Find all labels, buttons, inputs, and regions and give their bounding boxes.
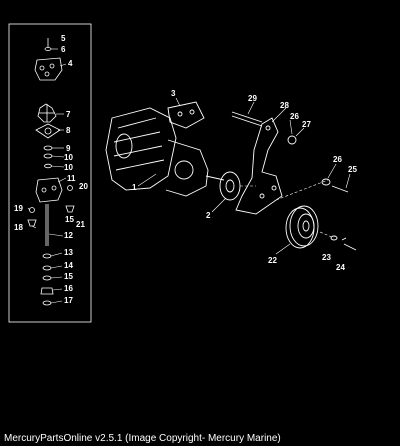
callout-15a: 15 bbox=[65, 215, 74, 224]
callout-7: 7 bbox=[66, 110, 71, 119]
callout-21: 21 bbox=[76, 220, 85, 229]
callout-22: 22 bbox=[268, 256, 277, 265]
callout-16: 16 bbox=[64, 284, 73, 293]
callout-4: 4 bbox=[68, 59, 73, 68]
dashed-leaders bbox=[240, 179, 335, 239]
callout-17: 17 bbox=[64, 296, 73, 305]
callout-5: 5 bbox=[61, 34, 66, 43]
pump-pulley-hub bbox=[219, 171, 241, 201]
callout-10b: 10 bbox=[64, 163, 73, 172]
callout-26a: 26 bbox=[290, 112, 299, 121]
callout-20: 20 bbox=[79, 182, 88, 191]
callout-27: 27 bbox=[302, 120, 311, 129]
subassembly-frame bbox=[8, 23, 92, 323]
callout-6: 6 bbox=[61, 45, 66, 54]
callout-19: 19 bbox=[14, 204, 23, 213]
callout-18: 18 bbox=[14, 223, 23, 232]
callout-1: 1 bbox=[132, 183, 137, 192]
drive-pulley bbox=[285, 205, 319, 249]
callout-12: 12 bbox=[64, 231, 73, 240]
bolt-stud bbox=[231, 111, 263, 127]
callout-24: 24 bbox=[336, 263, 345, 272]
small-hardware bbox=[287, 135, 357, 251]
copyright-caption: MercuryPartsOnline v2.5.1 (Image Copyrig… bbox=[4, 433, 281, 444]
exploded-parts-diagram: 5 6 4 7 8 9 10 10 11 20 19 15 21 18 12 1… bbox=[8, 23, 357, 323]
callout-2: 2 bbox=[206, 211, 211, 220]
pump-body bbox=[105, 107, 225, 197]
callout-28: 28 bbox=[280, 101, 289, 110]
callout-13: 13 bbox=[64, 248, 73, 257]
callout-10a: 10 bbox=[64, 153, 73, 162]
callout-3: 3 bbox=[171, 89, 176, 98]
callout-23: 23 bbox=[322, 253, 331, 262]
callout-14: 14 bbox=[64, 261, 73, 270]
pump-gasket bbox=[167, 101, 205, 129]
callout-26b: 26 bbox=[333, 155, 342, 164]
impeller-subassembly bbox=[27, 38, 75, 306]
callout-25: 25 bbox=[348, 165, 357, 174]
callout-8: 8 bbox=[66, 126, 71, 135]
leader-lines bbox=[27, 48, 351, 304]
callout-9: 9 bbox=[66, 144, 71, 153]
mounting-bracket bbox=[235, 117, 283, 215]
callout-15b: 15 bbox=[64, 272, 73, 281]
callout-29: 29 bbox=[248, 94, 257, 103]
callout-11: 11 bbox=[67, 174, 76, 183]
